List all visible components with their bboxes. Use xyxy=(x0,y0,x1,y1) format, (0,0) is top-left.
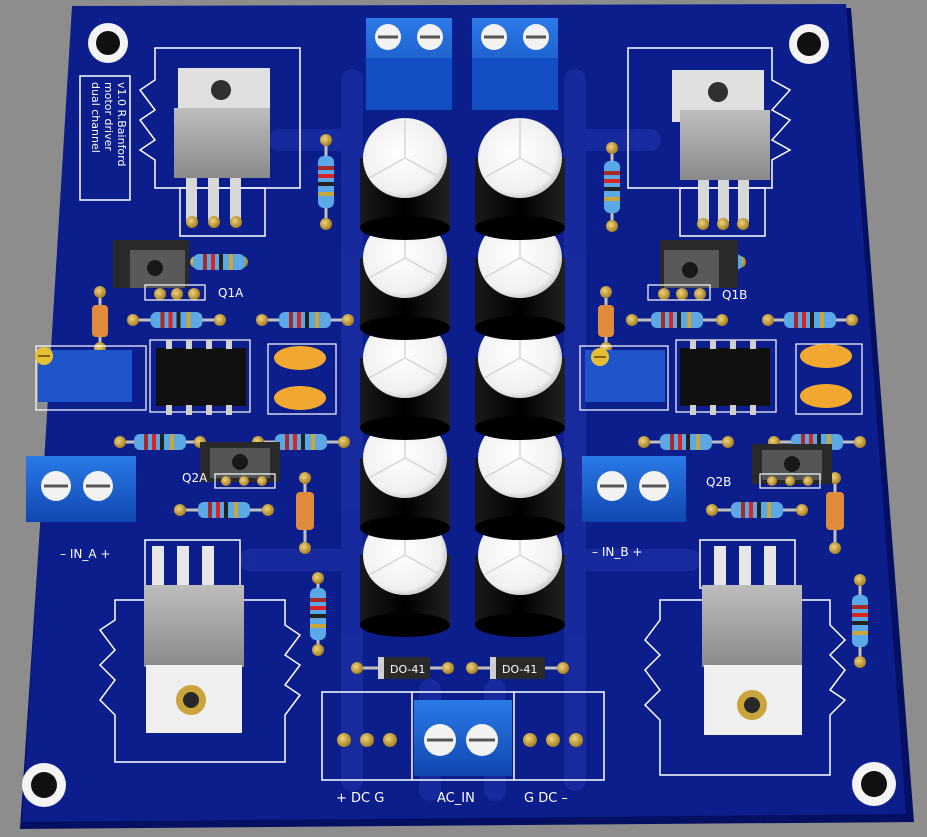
screw-terminal-icon xyxy=(417,24,443,50)
label-diode-right: DO-41 xyxy=(502,663,537,676)
label-q2a: Q2A xyxy=(182,471,208,485)
transistor-q1a: Q1A xyxy=(113,240,244,301)
screw-terminal-icon xyxy=(424,724,456,756)
transistor-q2a: Q2A xyxy=(182,442,280,489)
title-line-1: dual channel xyxy=(89,82,102,153)
label-in-b: – IN_B + xyxy=(592,545,642,559)
label-q1a: Q1A xyxy=(218,286,244,300)
regulator-bottom-right xyxy=(702,546,802,735)
regulator-top-left xyxy=(174,68,270,228)
label-ac-in: AC_IN xyxy=(437,791,475,806)
label-dc-right: G DC – xyxy=(524,791,568,806)
resistor-icon xyxy=(114,434,206,450)
resistor-icon xyxy=(638,434,734,450)
resistor-icon xyxy=(310,572,326,656)
resistor-icon xyxy=(318,134,334,230)
ic-right xyxy=(675,339,777,415)
screw-terminal-icon xyxy=(466,724,498,756)
screw-terminal-icon xyxy=(375,24,401,50)
mounting-hole-icon xyxy=(852,762,896,806)
screw-terminal-icon xyxy=(639,471,669,501)
screw-terminal-icon xyxy=(523,24,549,50)
resistor-icon xyxy=(256,312,354,328)
resistors xyxy=(114,134,868,668)
terminal-in-b: – IN_B + xyxy=(582,456,686,559)
mounting-hole-icon xyxy=(789,24,829,64)
screw-terminal-icon xyxy=(83,471,113,501)
resistor-icon xyxy=(604,142,620,232)
regulator-top-right xyxy=(672,70,770,230)
ceramic-caps-left xyxy=(267,343,337,415)
resistor-icon xyxy=(762,312,858,328)
title-line-2: motor driver xyxy=(102,82,115,151)
ic-left xyxy=(149,339,251,415)
resistor-icon xyxy=(174,502,274,518)
mounting-hole-icon xyxy=(22,763,66,807)
terminal-in-a: – IN_A + xyxy=(26,456,136,561)
resistor-icon xyxy=(190,254,248,270)
label-diode-left: DO-41 xyxy=(390,663,425,676)
regulator-bottom-left xyxy=(144,546,244,733)
ceramic-caps-right xyxy=(795,343,863,415)
power-connector-area: + DC G AC_IN G DC – xyxy=(336,700,583,806)
trimmer-pot-icon xyxy=(35,345,147,411)
capacitor-columns xyxy=(360,118,565,637)
resistor-icon xyxy=(852,574,868,668)
capacitor-icon xyxy=(360,118,450,240)
transistor-q1b: Q1B xyxy=(647,240,747,302)
capacitor-icon xyxy=(475,118,565,240)
label-in-a: – IN_A + xyxy=(60,547,110,561)
screw-terminal-icon xyxy=(481,24,507,50)
transistor-q2b: Q2B xyxy=(706,444,832,489)
screw-terminal-icon xyxy=(41,471,71,501)
diode-do41-right: DO-41 xyxy=(466,657,569,679)
capacitor-icon xyxy=(475,515,565,637)
diode-vertical-left-bottom xyxy=(296,472,314,554)
label-q1b: Q1B xyxy=(722,288,747,302)
resistor-icon xyxy=(127,312,226,328)
terminal-top-right xyxy=(472,18,558,110)
trimmer-pot-icon xyxy=(579,345,669,411)
diode-do41-left: DO-41 xyxy=(351,657,454,679)
terminal-top-left xyxy=(366,18,452,110)
diode-vertical-right-bottom xyxy=(826,472,844,554)
label-q2b: Q2B xyxy=(706,475,731,489)
resistor-icon xyxy=(706,502,808,518)
label-dc-left: + DC G xyxy=(336,791,384,806)
screw-terminal-icon xyxy=(597,471,627,501)
title-block: dual channel motor driver v1.0 R.Bainfor… xyxy=(79,75,131,201)
title-line-3: v1.0 R.Bainford xyxy=(115,82,128,166)
resistor-icon xyxy=(626,312,728,328)
mounting-hole-icon xyxy=(88,23,128,63)
